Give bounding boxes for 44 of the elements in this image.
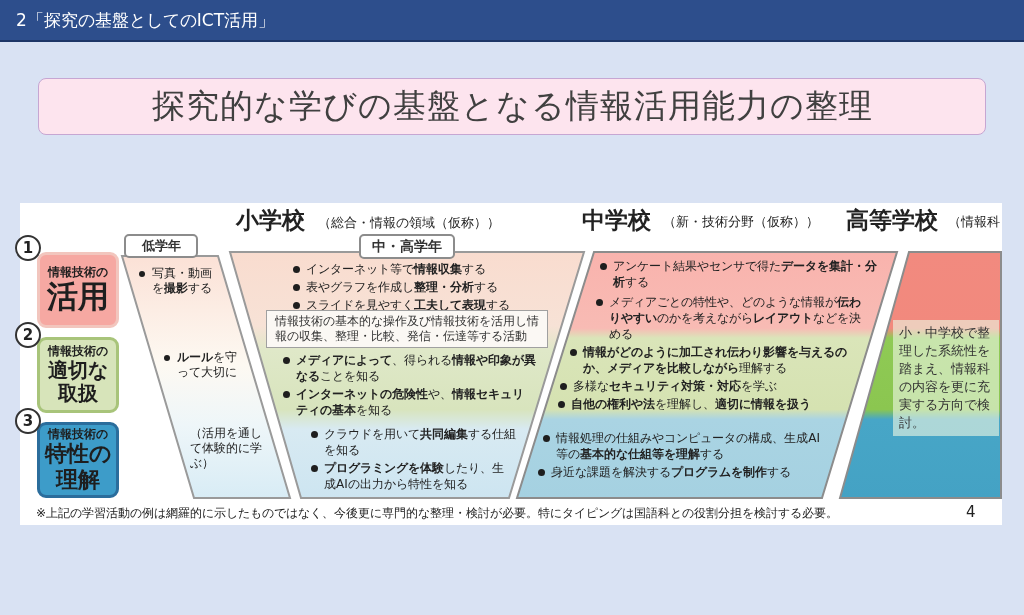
school-subheading: （総合・情報の領域（仮称）） bbox=[318, 215, 500, 232]
list-text: プログラミングを体験したり、生成AIの出力から特性を知る bbox=[324, 460, 505, 492]
list-text: メディアによって、得られる情報や印象が異なることを知る bbox=[296, 352, 537, 384]
category-card bbox=[37, 422, 119, 498]
list-text: ルールを守って大切に bbox=[176, 350, 238, 380]
category-card bbox=[37, 337, 119, 413]
list-text: クラウドを用いて共同編集する仕組を知る bbox=[324, 426, 517, 458]
card-title: 活用 bbox=[47, 278, 109, 315]
number-circle: 3 bbox=[15, 408, 41, 434]
summary-text: 小・中学校で整理した系統性を踏まえ、情報科の内容を更に充実する方向で検討。 bbox=[899, 324, 991, 432]
page-number: 4 bbox=[966, 503, 976, 521]
summary-box bbox=[893, 320, 999, 436]
list-text: 身近な課題を解決するプログラムを制作する bbox=[551, 464, 791, 480]
card-subtitle: 情報技術の bbox=[48, 345, 108, 359]
number-circle: 1 bbox=[15, 235, 41, 261]
grade-tab: 低学年 bbox=[124, 234, 198, 258]
list-text: 多様なセキュリティ対策・対応を学ぶ bbox=[572, 378, 777, 394]
card-subtitle: 情報技術の bbox=[48, 428, 108, 442]
list-text: メディアごとの特性や、どのような情報が伝わりやすいのかを考えながらレイアウトなどを決める bbox=[609, 294, 862, 342]
school-subheading: （情報科 bbox=[948, 214, 1000, 231]
list-text: 情報処理の仕組みやコンピュータの構成、生成AI等の基本的な仕組等を理解する bbox=[556, 430, 822, 462]
remark-text: （活用を通して体験的に学ぶ） bbox=[189, 426, 263, 471]
list-text: インターネット等で情報収集する bbox=[306, 261, 486, 277]
list-text: 写真・動画を撮影する bbox=[151, 266, 213, 296]
school-subheading: （新・技術分野（仮称）） bbox=[663, 214, 819, 231]
school-heading: 中学校 bbox=[582, 206, 651, 235]
card-subtitle: 情報技術の bbox=[48, 265, 108, 279]
category-card bbox=[37, 252, 119, 328]
list-text: 自他の権利や法を理解し、適切に情報を扱う bbox=[571, 396, 811, 412]
list-text: アンケート結果やセンサで得たデータを集計・分析する bbox=[613, 258, 878, 290]
list-text: インターネットの危険性や、情報セキュリティの基本を知る bbox=[296, 386, 525, 418]
list-text: 情報がどのように加工され伝わり影響を与えるのか、メディアを比較しながら理解する bbox=[583, 344, 849, 376]
number-circle: 2 bbox=[15, 322, 41, 348]
footnote: ※上記の学習活動の例は網羅的に示したものではなく、今後更に専門的な整理・検討が必要。特にタイピングは国語科との役割分担を検討する必要。 bbox=[36, 505, 839, 522]
section-heading: 2「探究の基盤としてのICT活用」 bbox=[16, 9, 276, 32]
card-title: 適切な取扱 bbox=[47, 358, 109, 405]
card-title: 特性の理解 bbox=[44, 441, 112, 492]
grade-tab: 中・高学年 bbox=[359, 234, 455, 259]
school-heading: 小学校 bbox=[236, 206, 305, 235]
title-text: 探究的な学びの基盤となる情報活用能力の整理 bbox=[151, 85, 873, 127]
list-text: 表やグラフを作成し整理・分析する bbox=[306, 279, 498, 295]
school-heading: 高等学校 bbox=[846, 206, 938, 235]
note-box bbox=[266, 310, 548, 348]
note-text: 情報技術の基本的な操作及び情報技術を活用し情報の収集、整理・比較、発信・伝達等する活動 bbox=[275, 314, 539, 344]
